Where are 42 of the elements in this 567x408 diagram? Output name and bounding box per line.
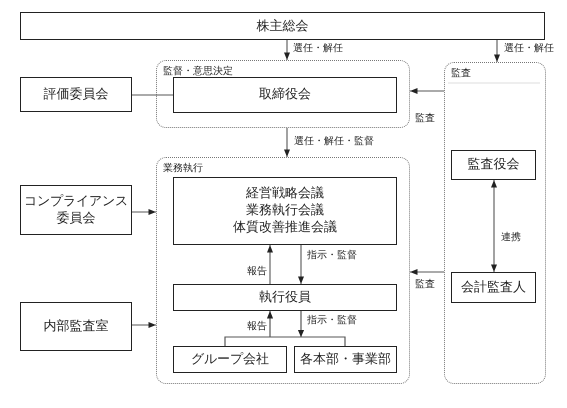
group-frame xyxy=(156,157,410,384)
group-title: 監督・意思決定 xyxy=(163,64,233,78)
arrow xyxy=(284,128,290,157)
edge-label: 選任・解任 xyxy=(503,43,555,55)
division-box: 各本部・事業部 xyxy=(294,346,397,373)
arrow xyxy=(298,311,346,346)
arrow xyxy=(266,245,274,284)
committee-box: 評価委員会 xyxy=(20,77,132,112)
group-title: 業務執行 xyxy=(163,162,203,175)
audit-office-box: 内部監査室 xyxy=(20,302,132,351)
top-box: 株主総会 xyxy=(20,12,545,40)
meeting-name: 経営戦略会議 xyxy=(246,185,324,202)
arrow xyxy=(132,208,156,216)
meeting-name: 体質改善推進会議 xyxy=(232,219,337,236)
board-box: 取締役会 xyxy=(172,76,397,113)
auditor-box: 監査役会 xyxy=(450,150,536,180)
edge-label: 報告 xyxy=(246,321,268,333)
arrow xyxy=(132,322,156,328)
edge-label: 監査 xyxy=(414,279,436,291)
group-frame xyxy=(156,60,410,128)
arrow xyxy=(494,40,500,62)
meeting-name: 業務執行会議 xyxy=(246,202,324,220)
arrow xyxy=(410,268,444,276)
auditor-box: 会計監査人 xyxy=(450,272,536,303)
arrow xyxy=(298,245,304,284)
group-frame xyxy=(444,62,546,384)
officer-box: 執行役員 xyxy=(172,284,397,311)
arrow xyxy=(284,40,290,60)
edge-label: 指示・監督 xyxy=(306,250,358,262)
meeting-box xyxy=(172,176,397,245)
arrow xyxy=(410,88,444,94)
edge-label: 選任・解任・監督 xyxy=(293,136,375,148)
company-box: グループ会社 xyxy=(172,346,287,373)
edge-label: 連携 xyxy=(500,232,522,244)
edge-label: 報告 xyxy=(246,266,268,278)
committee-box: コンプライアンス委員会 xyxy=(20,185,132,235)
arrow xyxy=(490,180,498,272)
edge-label: 選任・解任 xyxy=(292,43,344,55)
group-title: 監査 xyxy=(451,66,471,80)
connector-line xyxy=(132,94,173,96)
edge-label: 指示・監督 xyxy=(306,315,358,327)
edge-label: 監査 xyxy=(414,113,436,125)
